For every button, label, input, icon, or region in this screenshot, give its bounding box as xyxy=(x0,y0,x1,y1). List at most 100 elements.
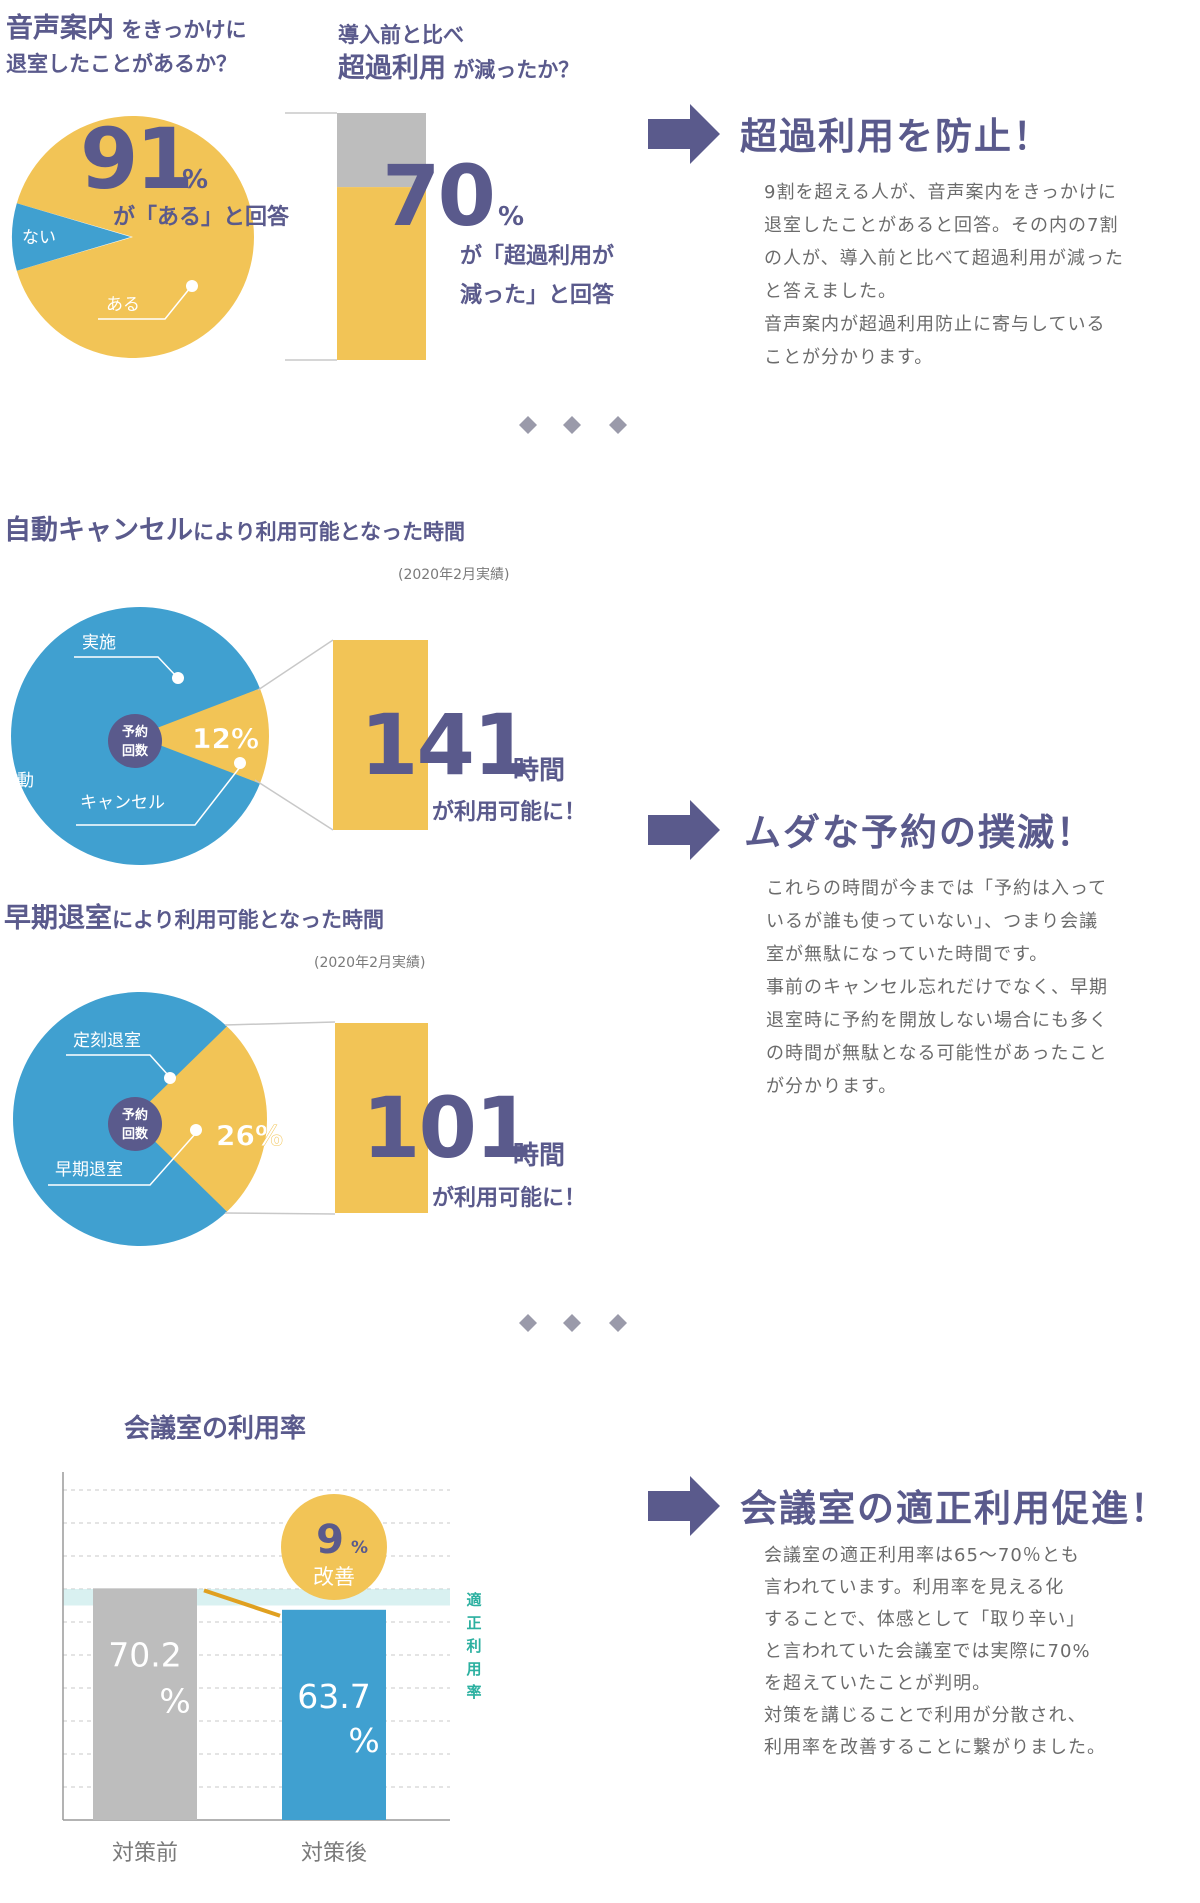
divider-diamonds-1 xyxy=(519,416,627,434)
pie-leader-line-minor xyxy=(48,1132,197,1186)
bar-value-label: 63.7 xyxy=(297,1677,370,1716)
pie-leader-dot-minor xyxy=(234,757,246,769)
result-heading-2: ムダな予約の撲滅！ xyxy=(744,811,1095,854)
band-label-char: 正 xyxy=(466,1614,481,1632)
body-line: 対策を講じることで利用が分散され、 xyxy=(764,1705,1087,1726)
pie-label-minor: 早期退室 xyxy=(55,1160,123,1180)
early-exit-note: (2020年2月実績) xyxy=(314,955,426,971)
improvement-unit: % xyxy=(351,1538,368,1558)
band-label-char: 適 xyxy=(466,1591,481,1609)
pie-label-aru: ある xyxy=(106,295,140,315)
improvement-value: 9 xyxy=(316,1517,344,1563)
auto-cancel-title: 自動キャンセルにより利用可能となった時間 xyxy=(4,514,465,549)
result-body-1: 9割を超える人が、音声案内をきっかけに退室したことがあると回答。その内の7割の人… xyxy=(764,176,1124,374)
bar-value-70: 70 xyxy=(382,147,493,245)
usage-chart-title: 会議室の利用率 xyxy=(124,1414,307,1444)
bar-141 xyxy=(333,640,428,830)
result-heading-1: 超過利用を防止！ xyxy=(740,115,1052,158)
arrow-right-icon xyxy=(648,104,720,164)
diamond-icon xyxy=(609,1314,627,1332)
pie-leader-line-main xyxy=(66,1054,169,1076)
auto-cancel-rest: により利用可能となった時間 xyxy=(193,520,465,544)
body-line: 利用率を改善することに繋がりました。 xyxy=(764,1737,1106,1758)
hours-value-101: 101 xyxy=(362,1079,533,1177)
body-line: 9割を超える人が、音声案内をきっかけに xyxy=(764,182,1117,203)
q1-rest: をきっかけに xyxy=(121,18,247,42)
pie-leader-dot xyxy=(186,280,198,292)
pie-center-badge xyxy=(108,1097,162,1151)
q2-keyword: 超過利用 xyxy=(338,53,446,84)
body-line: 事前のキャンセル忘れだけでなく、早期 xyxy=(766,977,1108,998)
pie-leader-line xyxy=(98,287,191,320)
body-line: と答えました。 xyxy=(764,281,897,302)
x-tick-label: 対策後 xyxy=(301,1841,367,1866)
pie-center-label-2: 回数 xyxy=(122,1126,149,1142)
pie-label-minor: キャンセル xyxy=(80,793,165,813)
bar-segment-70 xyxy=(337,187,426,360)
bar-chart-70: 70% が「超過利用が減った」と回答 xyxy=(285,112,615,361)
bar-value-unit: % xyxy=(348,1721,379,1760)
bar-value-unit: % xyxy=(498,202,524,232)
q1-heading: 音声案内 をきっかけに 退室したことがあるか？ xyxy=(6,12,246,81)
pie-slice-aru xyxy=(16,116,255,359)
bar-after xyxy=(282,1609,386,1820)
auto-cancel-note: (2020年2月実績) xyxy=(398,567,510,583)
band-label-char: 率 xyxy=(466,1683,481,1701)
pie-center-label-1: 予約 xyxy=(122,1107,148,1123)
diamond-icon xyxy=(519,416,537,434)
bar-segment-rest xyxy=(337,113,426,188)
pie-leader-line-minor xyxy=(76,766,241,826)
pie-leader-dot-minor xyxy=(190,1124,202,1136)
pie-leader-dot-main xyxy=(172,672,184,684)
improvement-label: 改善 xyxy=(313,1565,355,1589)
result-body-3: 会議室の適正利用率は65～70％とも言われています。利用率を見える化することで、… xyxy=(764,1540,1106,1764)
hours-value-141: 141 xyxy=(360,696,531,794)
body-line: 言われています。利用率を見える化 xyxy=(764,1577,1065,1598)
body-line: の時間が無駄となる可能性があったこと xyxy=(766,1043,1108,1064)
body-line: 音声案内が超過利用防止に寄与している xyxy=(764,314,1106,335)
pie-bar-connector-2 xyxy=(224,1021,336,1215)
pie-label-main: 実施 xyxy=(82,633,116,653)
body-line: 退室時に予約を開放しない場合にも多く xyxy=(766,1010,1108,1031)
body-line: の人が、導入前と比べて超過利用が減った xyxy=(764,248,1124,269)
early-exit-title: 早期退室により利用可能となった時間 xyxy=(4,902,384,937)
diamond-icon xyxy=(609,416,627,434)
bar-101 xyxy=(335,1023,428,1213)
body-line: 室が無駄になっていた時間です。 xyxy=(766,944,1049,965)
auto-cancel-keyword: 自動キャンセル xyxy=(4,515,193,546)
arrow-right-icon xyxy=(648,1476,720,1536)
pie-value-unit: % xyxy=(182,165,208,195)
hours-caption-101: が利用可能に！ xyxy=(432,1186,587,1211)
body-line: 退室したことがあると回答。その内の7割 xyxy=(764,215,1119,236)
arrow-right-icon xyxy=(648,800,720,860)
bar-caption-line2: 減った」と回答 xyxy=(460,282,615,308)
band-label-char: 利 xyxy=(466,1637,481,1655)
pie-bar-connector-1 xyxy=(254,639,334,831)
body-line: を超えていたことが判明。 xyxy=(764,1673,992,1694)
bar-before xyxy=(93,1588,197,1820)
pie-slice-nai xyxy=(11,203,131,271)
pie-label-minor: 自動 xyxy=(0,771,34,791)
pie-minor-value: 26% xyxy=(216,1119,283,1152)
bar-value-unit: % xyxy=(159,1681,190,1720)
q2-heading: 導入前と比べ 超過利用 が減ったか？ xyxy=(338,18,579,87)
pie-leader-line-main xyxy=(74,656,176,676)
body-line: と言われていた会議室では実際に70% xyxy=(764,1641,1091,1662)
early-exit-rest: により利用可能となった時間 xyxy=(112,908,384,932)
body-line: ことが分かります。 xyxy=(764,347,934,368)
diamond-icon xyxy=(563,416,581,434)
pie-center-label-2: 回数 xyxy=(122,743,149,759)
bar-caption-line1: が「超過利用が xyxy=(460,243,614,269)
x-tick-label: 対策前 xyxy=(112,1841,178,1866)
body-line: 会議室の適正利用率は65～70％とも xyxy=(764,1545,1080,1566)
body-line: いるが誰も使っていない」、つまり会議 xyxy=(766,911,1099,932)
pie-slice-minor xyxy=(132,1026,267,1212)
pie-minor-value: 12% xyxy=(192,722,259,755)
hours-unit-141: 時間 xyxy=(513,756,566,786)
diamond-icon xyxy=(563,1314,581,1332)
pie-leader-dot-main xyxy=(164,1072,176,1084)
bar-value-label: 70.2 xyxy=(108,1635,181,1674)
